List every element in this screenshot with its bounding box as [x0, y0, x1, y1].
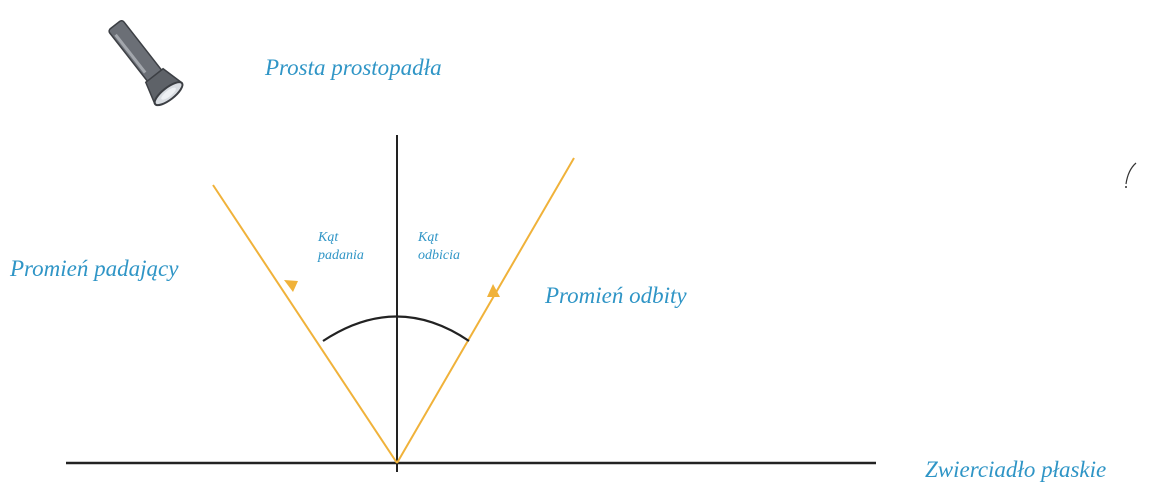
stray-dot: [1125, 186, 1127, 188]
reflected-ray: [396, 157, 575, 464]
angle-arc: [322, 315, 470, 342]
reflected-ray-arrow: [487, 284, 500, 297]
incident-ray-arrow: [284, 280, 298, 292]
reflected-ray-label: Promień odbity: [545, 283, 687, 308]
angle-of-incidence-label: Kąt padania: [318, 229, 364, 264]
flashlight-icon: [108, 20, 184, 107]
angle-of-reflection-line-2: odbicia: [418, 247, 460, 263]
incident-ray: [212, 184, 398, 464]
mirror-label: Zwierciadło płaskie: [925, 457, 1107, 482]
normal-line-label: Prosta prostopadła: [265, 55, 442, 80]
stray-mark: [1125, 162, 1137, 185]
angle-of-reflection-label: Kąt odbicia: [418, 229, 460, 264]
incident-ray-label: Promień padający: [10, 256, 179, 281]
angle-of-incidence-line-1: Kąt: [318, 230, 339, 245]
angle-of-reflection-line-1: Kąt: [418, 230, 439, 245]
angle-of-incidence-line-2: padania: [318, 247, 364, 263]
